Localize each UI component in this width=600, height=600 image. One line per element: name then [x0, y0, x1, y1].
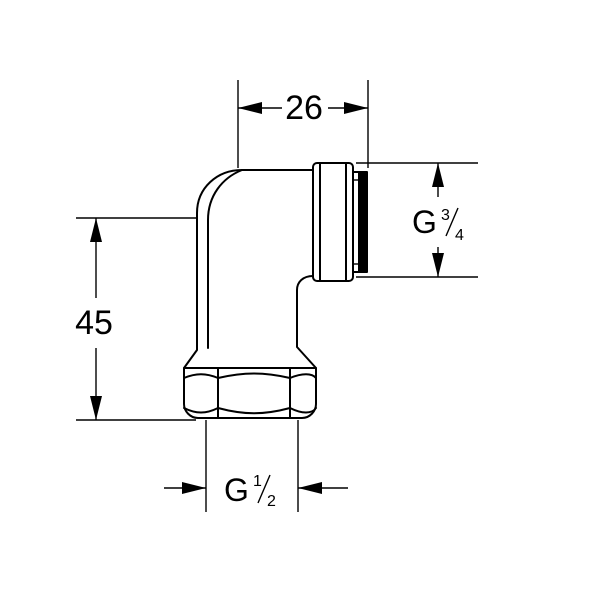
dimension-outlet-thread: G 3 4: [356, 162, 478, 278]
inlet-fraction-slash: [257, 474, 271, 504]
dimension-width: 26: [237, 80, 369, 168]
elbow-fitting: [183, 162, 368, 419]
dimension-inlet-thread: G 1 2: [164, 420, 348, 512]
outlet-thread-end: [312, 162, 368, 282]
outlet-thread-denominator: 4: [455, 227, 464, 244]
height-label: 45: [75, 304, 113, 342]
width-label: 26: [285, 89, 323, 127]
elbow-body-outline: [183, 169, 317, 419]
inlet-thread-numerator: 1: [253, 473, 262, 490]
arrowhead-inlet-right: [298, 482, 322, 494]
dimension-height: 45: [75, 217, 196, 421]
arrowhead-left: [238, 102, 262, 114]
arrowhead-top: [90, 218, 102, 242]
outlet-fraction-slash: [445, 207, 459, 237]
inlet-thread-letter: G: [224, 472, 249, 508]
arrowhead-outlet-bottom: [432, 253, 444, 277]
inlet-thread-denominator: 2: [267, 493, 276, 510]
arrowhead-right: [344, 102, 368, 114]
arrowhead-outlet-top: [432, 163, 444, 187]
outlet-thread-letter: G: [412, 204, 437, 240]
outlet-thread-numerator: 3: [441, 207, 450, 224]
arrowhead-bottom: [90, 396, 102, 420]
hex-nut: [183, 367, 317, 419]
arrowhead-inlet-left: [182, 482, 206, 494]
elbow-inner-curve: [207, 169, 243, 349]
